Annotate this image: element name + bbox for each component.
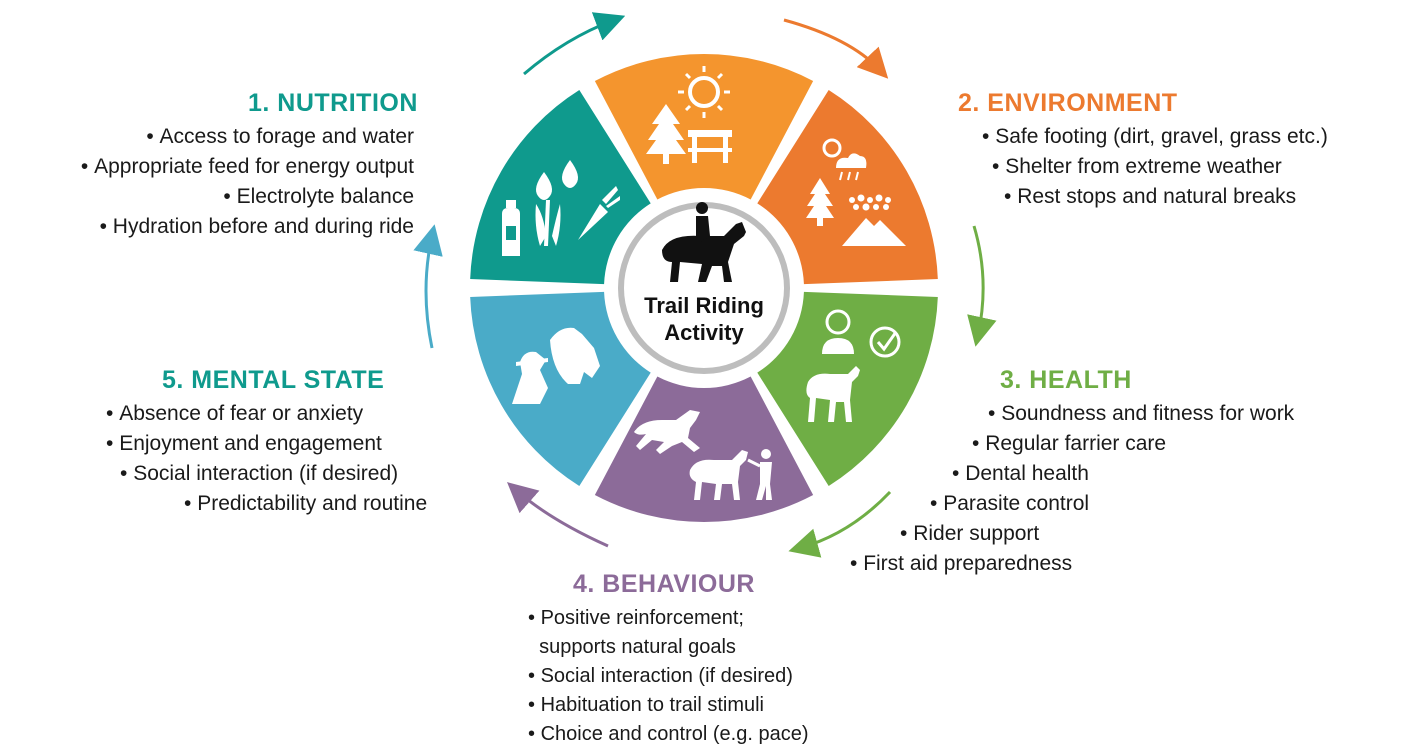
sun-icon: [678, 66, 730, 118]
horse-with-person-icon: [689, 449, 772, 500]
list-item: Parasite control: [850, 489, 1294, 519]
tree-icon: [646, 104, 686, 164]
list-item: Access to forage and water: [81, 122, 414, 152]
list-item: Enjoyment and engagement: [106, 429, 427, 459]
arrow-top-to-environment: [783, 18, 889, 79]
person-with-horse-icon: [512, 327, 600, 404]
galloping-horse-icon: [634, 410, 700, 454]
list-item: Predictability and routine: [106, 489, 427, 519]
list-item: Social interaction (if desired): [106, 459, 427, 489]
health-list: Soundness and fitness for work Regular f…: [850, 399, 1294, 579]
water-drops-icon: [536, 160, 578, 200]
behaviour-heading: 4. BEHAVIOUR: [573, 570, 755, 598]
list-item: Safe footing (dirt, gravel, grass etc.): [982, 122, 1328, 152]
arrow-environment-to-health: [967, 225, 997, 347]
list-item: Appropriate feed for energy output: [81, 152, 414, 182]
arrow-mental-state-to-nutrition: [413, 224, 443, 349]
list-item: supports natural goals: [539, 636, 736, 658]
environment-heading: 2. ENVIRONMENT: [958, 89, 1178, 117]
rider-icon: [822, 309, 854, 354]
behaviour-list: Positive reinforcement; supports natural…: [528, 604, 809, 749]
list-item: Electrolyte balance: [81, 182, 414, 212]
tree-icon: [806, 178, 834, 226]
bottle-icon: [502, 200, 520, 256]
list-item: Rider support: [850, 519, 1294, 549]
list-item: Regular farrier care: [850, 429, 1294, 459]
list-item: Shelter from extreme weather: [982, 152, 1328, 182]
list-item: Absence of fear or anxiety: [106, 399, 427, 429]
gravel-icon: [849, 194, 891, 211]
mountain-icon: [842, 218, 906, 246]
arrow-nutrition-to-top: [523, 12, 626, 76]
nutrition-list: Access to forage and water Appropriate f…: [81, 122, 414, 242]
list-item: Soundness and fitness for work: [850, 399, 1294, 429]
arrow-behaviour-to-mental-state: [507, 482, 609, 548]
segment-top: [594, 53, 814, 200]
list-item: Choice and control (e.g. pace): [528, 720, 809, 749]
horse-and-rider-icon: [662, 202, 746, 282]
sun-cloud-rain-icon: [822, 138, 867, 181]
segment-mental-state: [470, 291, 651, 487]
mental-state-list: Absence of fear or anxiety Enjoyment and…: [106, 399, 427, 519]
list-item: Positive reinforcement;: [528, 604, 809, 633]
list-item: Rest stops and natural breaks: [982, 182, 1328, 212]
list-item: Dental health: [850, 459, 1294, 489]
list-item: Social interaction (if desired): [528, 662, 809, 691]
horse-icon: [806, 366, 860, 422]
center-label-line1: Trail Riding: [644, 293, 764, 318]
center-label-line2: Activity: [664, 320, 744, 345]
environment-list: Safe footing (dirt, gravel, grass etc.) …: [982, 122, 1328, 212]
check-circle-icon: [869, 326, 901, 358]
picnic-table-icon: [688, 130, 732, 163]
health-heading: 3. HEALTH: [1000, 366, 1132, 394]
mental-state-heading: 5. MENTAL STATE: [162, 366, 385, 394]
list-item: First aid preparedness: [850, 549, 1294, 579]
center-disc: [609, 193, 799, 383]
list-item: Hydration before and during ride: [81, 212, 414, 242]
list-item: Habituation to trail stimuli: [528, 691, 809, 720]
wheat-icon: [535, 200, 561, 246]
segment-behaviour: [594, 376, 814, 522]
carrot-icon: [578, 186, 620, 240]
nutrition-heading: 1. NUTRITION: [248, 89, 418, 117]
